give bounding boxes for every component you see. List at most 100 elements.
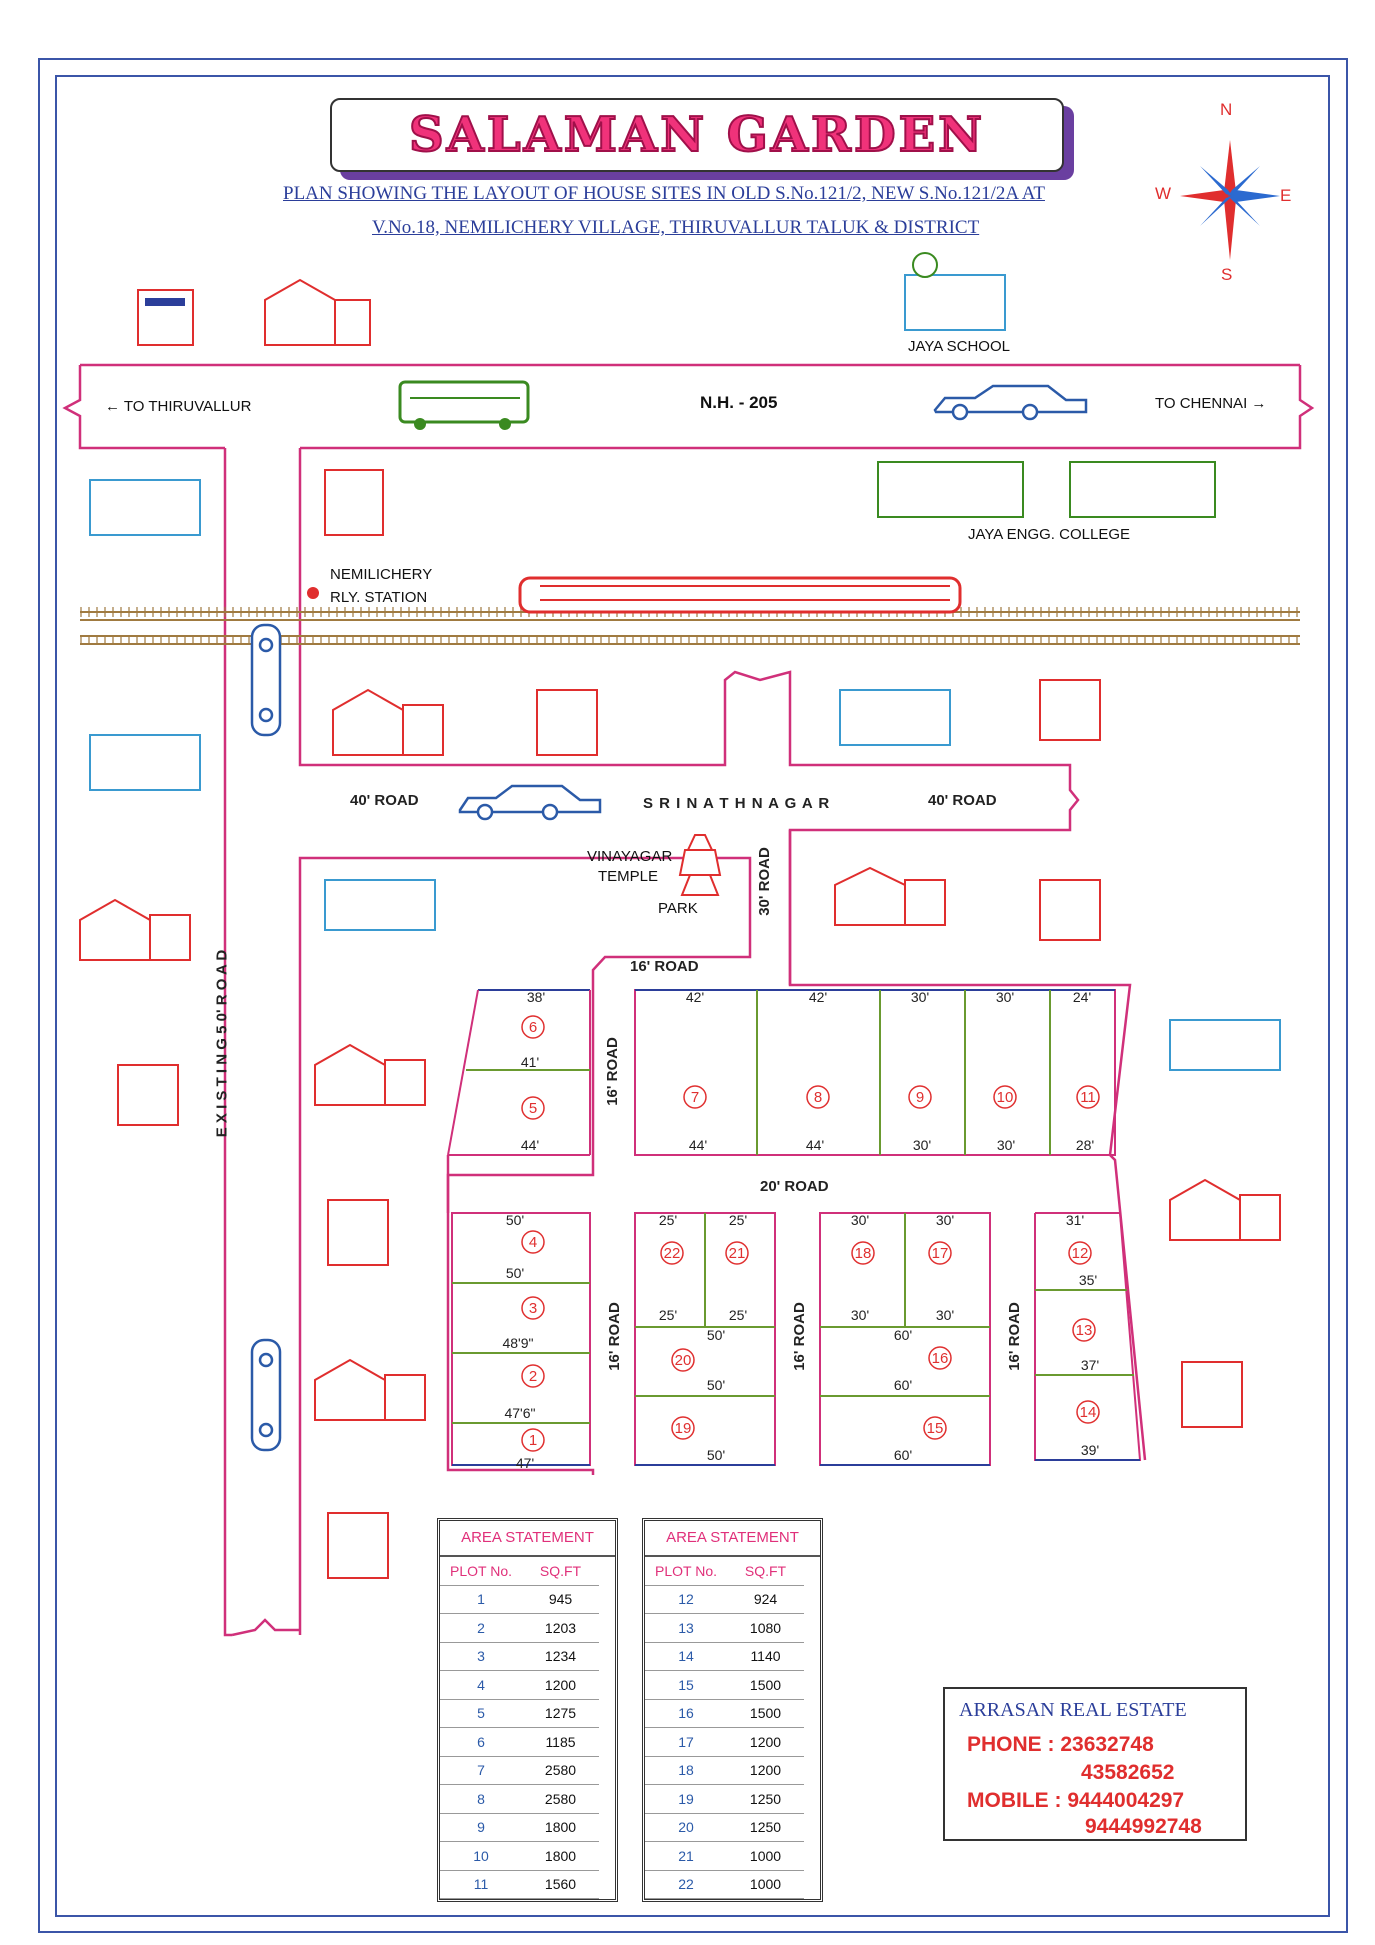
sqft-cell: 1000 bbox=[727, 1870, 804, 1899]
sqft-cell: 1200 bbox=[522, 1670, 599, 1700]
plot-no-cell: 16 bbox=[645, 1699, 727, 1728]
house-icon bbox=[137, 289, 194, 346]
sqft-cell: 1800 bbox=[522, 1841, 599, 1871]
rly-station-label-1: NEMILICHERY bbox=[330, 566, 433, 583]
school-building-icon bbox=[904, 252, 1006, 331]
plot-no-cell: 14 bbox=[645, 1642, 727, 1671]
house-icon bbox=[314, 1043, 426, 1106]
plot-block-c bbox=[451, 1212, 591, 1466]
dim-label: 30' bbox=[851, 1307, 869, 1323]
house-icon bbox=[1039, 879, 1101, 941]
plot-no-cell: 9 bbox=[440, 1813, 522, 1842]
dim-label: 47'6" bbox=[504, 1405, 535, 1421]
plot-no-cell: 13 bbox=[645, 1613, 727, 1643]
plot-no-cell: 12 bbox=[645, 1585, 727, 1614]
sqft-cell: 1200 bbox=[727, 1756, 804, 1785]
plot-11-number: 11 bbox=[1080, 1089, 1096, 1106]
house-icon bbox=[327, 1512, 389, 1579]
plot-22-number: 22 bbox=[664, 1245, 681, 1262]
dim-label: 30' bbox=[851, 1212, 869, 1228]
college-building-icon bbox=[877, 461, 1216, 518]
plot-17-number: 17 bbox=[932, 1245, 949, 1262]
sqft-cell: 1800 bbox=[522, 1813, 599, 1842]
plot-no-cell: 22 bbox=[645, 1870, 727, 1899]
sqft-cell: 1000 bbox=[727, 1841, 804, 1871]
dim-label: 30' bbox=[911, 989, 929, 1005]
plot-10-number: 10 bbox=[997, 1089, 1014, 1106]
table-2-title: AREA STATEMENT bbox=[645, 1521, 820, 1557]
road-40-right-label: 40' ROAD bbox=[928, 792, 997, 809]
road-30-label: 30' ROAD bbox=[755, 847, 773, 916]
plot-5-number: 5 bbox=[529, 1100, 537, 1117]
school-building-icon bbox=[1169, 1019, 1281, 1071]
sqft-cell: 1250 bbox=[727, 1784, 804, 1814]
plot-14-number: 14 bbox=[1080, 1404, 1097, 1421]
plot-8-number: 8 bbox=[814, 1089, 822, 1106]
house-icon bbox=[834, 866, 946, 926]
nh-205-road bbox=[62, 363, 1315, 1637]
plot-no-cell: 15 bbox=[645, 1670, 727, 1700]
dim-label: 30' bbox=[997, 1137, 1015, 1153]
plot-no-cell: 20 bbox=[645, 1813, 727, 1842]
dim-label: 50' bbox=[506, 1212, 524, 1228]
plot-21-number: 21 bbox=[729, 1245, 746, 1262]
sqft-cell: 1275 bbox=[522, 1699, 599, 1728]
plot-block-f bbox=[1034, 1212, 1142, 1461]
car-icon bbox=[250, 623, 282, 737]
dim-label: 38' bbox=[527, 989, 545, 1005]
to-thiruvallur-label: ← TO THIRUVALLUR bbox=[105, 398, 252, 415]
dim-label: 41' bbox=[521, 1054, 539, 1070]
plot-no-cell: 11 bbox=[440, 1870, 522, 1899]
bus-icon bbox=[398, 380, 530, 430]
house-icon bbox=[536, 689, 598, 756]
train-icon bbox=[518, 576, 962, 614]
dim-label: 30' bbox=[936, 1212, 954, 1228]
plot-no-cell: 3 bbox=[440, 1642, 522, 1671]
table-1-title: AREA STATEMENT bbox=[440, 1521, 615, 1557]
road-16-d-label: 16' ROAD bbox=[1005, 1302, 1023, 1371]
mobile-2: 9444992748 bbox=[1085, 1815, 1202, 1838]
subtitle-line-2: V.No.18, NEMILICHERY VILLAGE, THIRUVALLU… bbox=[372, 217, 980, 238]
temple-icon bbox=[678, 834, 722, 896]
plot-block-b bbox=[634, 989, 1116, 1156]
table-1-header-sqft: SQ.FT bbox=[522, 1557, 599, 1586]
plot-no-cell: 19 bbox=[645, 1784, 727, 1814]
dim-label: 44' bbox=[521, 1137, 539, 1153]
house-icon bbox=[79, 898, 191, 961]
plot-numbers bbox=[521, 1015, 1100, 1452]
plot-no-cell: 2 bbox=[440, 1613, 522, 1643]
dim-label: 24' bbox=[1073, 989, 1091, 1005]
rly-station-label-2: RLY. STATION bbox=[330, 589, 428, 606]
compass-e: E bbox=[1280, 186, 1292, 205]
school-building-icon bbox=[89, 734, 201, 791]
plot-no-cell: 21 bbox=[645, 1841, 727, 1871]
subtitle-line-1: PLAN SHOWING THE LAYOUT OF HOUSE SITES I… bbox=[283, 183, 1045, 204]
plot-no-cell: 1 bbox=[440, 1585, 522, 1614]
dim-label: 50' bbox=[707, 1327, 725, 1343]
dim-label: 25' bbox=[659, 1307, 677, 1323]
plot-no-cell: 5 bbox=[440, 1699, 522, 1728]
plot-no-cell: 18 bbox=[645, 1756, 727, 1785]
inner-road-outline bbox=[446, 830, 1147, 1461]
house-icon bbox=[117, 1064, 179, 1126]
temple-label-1: VINAYAGAR bbox=[587, 848, 673, 865]
sqft-cell: 1203 bbox=[522, 1613, 599, 1643]
dim-label: 25' bbox=[659, 1212, 677, 1228]
nh-205-label: N.H. - 205 bbox=[700, 393, 778, 412]
table-2-header-plot: PLOT No. bbox=[645, 1557, 727, 1586]
house-icon bbox=[324, 469, 384, 536]
road-40-left-label: 40' ROAD bbox=[350, 792, 419, 809]
